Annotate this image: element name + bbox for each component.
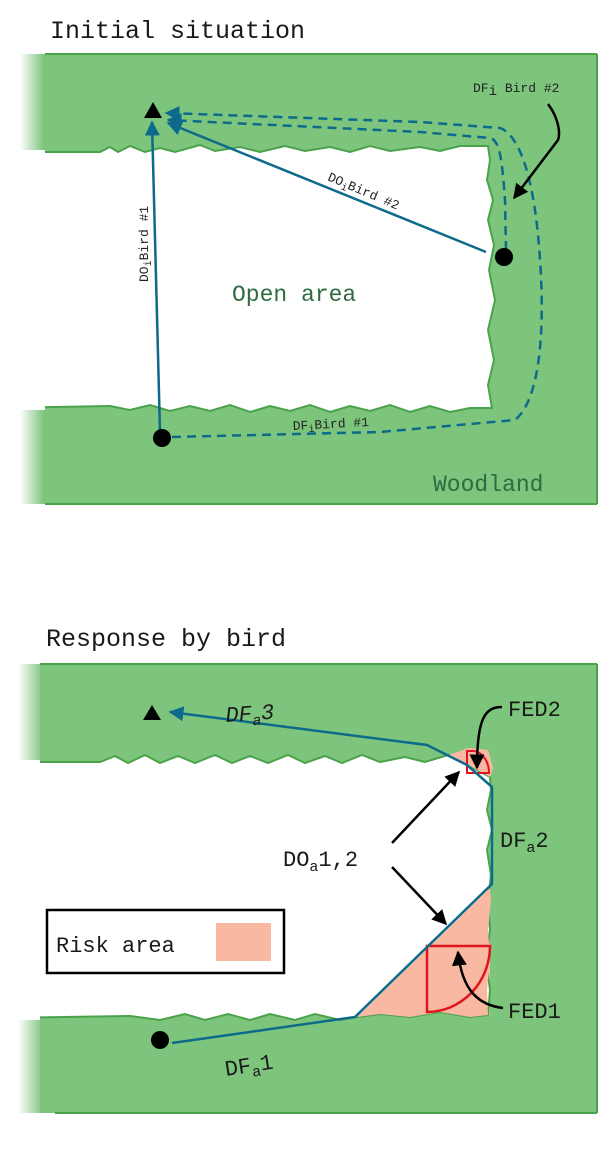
fed1-label: FED1 (508, 1000, 561, 1025)
legend: Risk area (45, 908, 286, 975)
dfa3-label: DFa3 (225, 701, 275, 732)
panel-response-by-bird: Response by bird DFa3 DFa2 (0, 625, 598, 1114)
df-bird2-label: DFi Bird #2 (473, 81, 559, 100)
woodland-label: Woodland (433, 472, 543, 498)
legend-swatch (216, 923, 271, 961)
dfa1-label: DFa1 (223, 1051, 275, 1086)
open-area (0, 143, 497, 414)
doa-pointer-upper (391, 770, 461, 844)
risk-area-lower-fill (357, 888, 491, 1017)
fed1-pointer-arrow (451, 950, 504, 1010)
doa12-label: DOa1,2 (283, 848, 358, 876)
df-bird1-label: DFiBird #1 (292, 415, 369, 437)
destination-triangle-icon (144, 102, 162, 118)
fed1-zone (425, 944, 492, 1014)
bird-1-icon (153, 429, 171, 447)
df-bird2-path (166, 113, 508, 251)
fed2-label: FED2 (508, 698, 561, 723)
fed2-pointer-arrow (469, 705, 503, 770)
panel-title: Response by bird (46, 625, 286, 654)
bird-2-icon (495, 248, 513, 266)
df-bird1-path (164, 105, 543, 439)
do-bird1-label: DOiBird #1 (137, 206, 155, 282)
destination-triangle-icon (143, 705, 161, 720)
flight-path-actual (168, 706, 494, 1045)
do-bird2-path (166, 121, 487, 254)
doa-pointer-lower (391, 866, 448, 926)
legend-label: Risk area (56, 934, 175, 959)
do-bird1-path (144, 120, 162, 433)
open-area-label: Open area (232, 282, 356, 308)
dfa2-label: DFa2 (500, 829, 549, 857)
bird-icon (151, 1031, 169, 1049)
panel-initial-situation: Initial situation Open area Woodland D (0, 17, 598, 505)
panel-title: Initial situation (50, 17, 305, 46)
df-bird2-pointer-arrow (513, 103, 561, 200)
